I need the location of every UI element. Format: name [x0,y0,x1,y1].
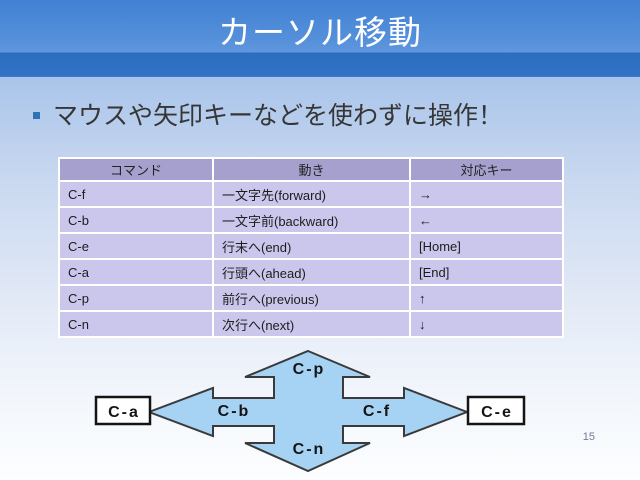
table-row: C-f 一文字先(forward) → [60,182,562,206]
left-arrow-label: C-b [218,403,251,420]
right-arrow-label: C-f [363,403,391,420]
cell-command: C-b [60,208,212,232]
cell-movement: 次行へ(next) [214,312,409,336]
col-header-key: 対応キー [411,159,562,180]
slide-title: カーソル移動 [218,14,422,51]
table-header-row: コマンド 動き 対応キー [60,159,562,180]
cell-movement: 行頭へ(ahead) [214,260,409,284]
cell-movement: 一文字前(backward) [214,208,409,232]
cell-key: ↓ [411,312,562,336]
cell-movement: 一文字先(forward) [214,182,409,206]
cell-command: C-f [60,182,212,206]
col-header-movement: 動き [214,159,409,180]
cell-movement: 前行へ(previous) [214,286,409,310]
cell-key: → [411,182,562,206]
cell-key: ← [411,208,562,232]
up-arrow-label: C-p [293,361,326,378]
table-row: C-a 行頭へ(ahead) [End] [60,260,562,284]
cell-command: C-p [60,286,212,310]
bullet-square-icon [33,112,40,119]
table-row: C-e 行末へ(end) [Home] [60,234,562,258]
quad-arrow-icon [146,349,470,473]
right-command-box [466,395,526,426]
cell-command: C-n [60,312,212,336]
right-box-label: C-e [481,404,513,421]
down-arrow-label: C-n [293,441,326,458]
col-header-command: コマンド [60,159,212,180]
bullet-text: マウスや矢印キーなどを使わずに操作！ [53,102,504,130]
table-row: C-p 前行へ(previous) ↑ [60,286,562,310]
left-command-box [94,395,152,426]
command-table: コマンド 動き 対応キー C-f 一文字先(forward) → C-b 一文字… [58,157,564,338]
page-number: 15 [582,431,595,443]
table-row: C-b 一文字前(backward) ← [60,208,562,232]
cell-key: [End] [411,260,562,284]
cell-command: C-a [60,260,212,284]
title-bar: カーソル移動 [0,0,640,77]
left-box-label: C-a [108,404,140,421]
cell-command: C-e [60,234,212,258]
cell-movement: 行末へ(end) [214,234,409,258]
cell-key: [Home] [411,234,562,258]
bullet-line: マウスや矢印キーなどを使わずに操作！ [33,100,503,133]
cell-key: ↑ [411,286,562,310]
table-row: C-n 次行へ(next) ↓ [60,312,562,336]
